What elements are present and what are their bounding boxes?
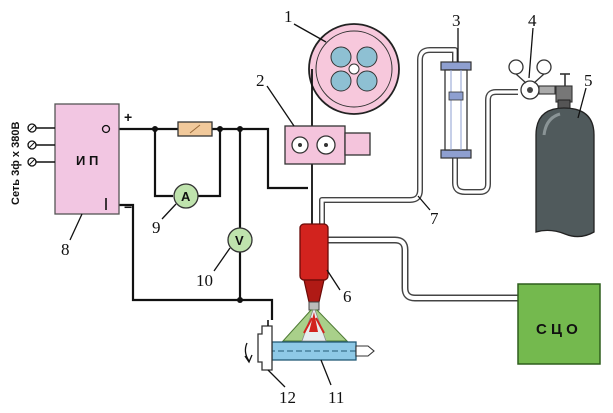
leader-lines [69,23,587,388]
voltmeter: V [227,227,253,253]
wire-junctions [152,126,243,303]
workpiece [260,341,375,361]
callout-5: 5 [584,71,593,90]
power-source-minus: − [124,199,132,215]
callout-numbers: 1 2 3 4 5 6 7 8 9 10 11 12 [61,7,593,407]
ammeter: A [173,183,199,209]
supply-terminals [27,123,55,167]
welding-arc [281,309,349,342]
wire-spool [308,23,400,115]
control-unit-label: С Ц О [536,321,578,338]
gas-hose [319,47,518,225]
callout-7: 7 [430,209,439,228]
callout-4: 4 [528,11,537,30]
rotating-fixture [244,320,273,371]
callout-8: 8 [61,240,70,259]
power-source-plus: + [124,109,132,125]
welding-torch [299,223,329,311]
callout-11: 11 [328,388,344,407]
electrical-wiring [118,127,308,320]
callout-2: 2 [256,71,265,90]
callout-6: 6 [343,287,352,306]
supply-label: Сеть 3ф х 380В [10,122,22,205]
flowmeter [440,61,472,159]
callout-9: 9 [152,218,161,237]
power-source-label: И П [76,153,98,168]
wire-feeder [284,125,371,165]
control-hose [327,236,518,302]
voltmeter-label: V [235,233,244,248]
callout-10: 10 [196,271,213,290]
callout-1: 1 [284,7,293,26]
gas-reducer [508,59,573,103]
gas-cylinder [535,99,595,238]
control-unit: С Ц О [517,283,601,365]
callout-3: 3 [452,11,461,30]
callout-12: 12 [279,388,296,407]
ammeter-label: A [181,189,191,204]
power-source: И П + − Сеть 3ф х 380В [10,103,132,215]
